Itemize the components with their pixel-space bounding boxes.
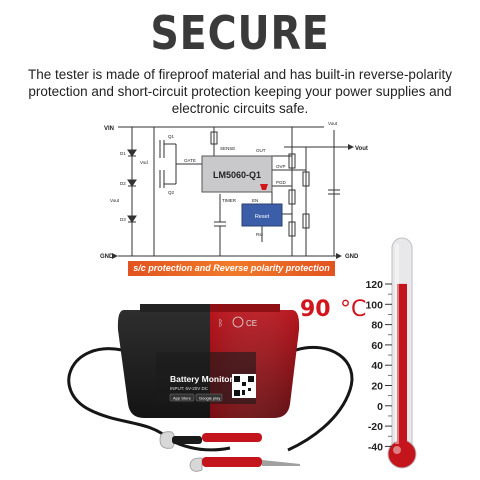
pin-rst: Rst [256, 232, 263, 237]
pin-d1: D1 [120, 151, 126, 156]
pin-q2: Q2 [168, 190, 175, 195]
circuit-schematic: LM5060-Q1 Reset VIN Vout Vout Vout GND G… [100, 121, 368, 260]
pin-gnd-left: GND [100, 254, 114, 260]
tick-label: -20 [368, 421, 383, 433]
reset-label: Reset [255, 214, 270, 220]
bluetooth-icon: ᛒ [218, 318, 223, 329]
tick-label: 60 [371, 340, 383, 352]
tick-label: 0 [377, 401, 383, 413]
pin-sense: SENSE [220, 146, 235, 151]
pin-out: OUT [256, 148, 266, 153]
description-text: The tester is made of fireproof material… [28, 67, 452, 116]
app-store-badge: App Store [173, 396, 192, 401]
protection-banner: s/c protection and Reverse polarity prot… [128, 261, 335, 276]
pin-d2: D2 [120, 181, 126, 186]
red-clamp-top [202, 433, 262, 442]
device-label: Battery Monitor [170, 374, 234, 384]
pin-timer: TIMER [222, 198, 237, 203]
banner-text: s/c protection and Reverse polarity prot… [133, 263, 330, 273]
thermometer-liquid [397, 283, 407, 454]
pin-vout-top: Vout [328, 121, 338, 126]
warning-icon [232, 316, 244, 328]
page-title: SECURE [150, 6, 330, 60]
battery-monitor-device: Battery Monitor INPUT: 6V-20V DC App Sto… [67, 304, 354, 472]
pin-q1: Q1 [168, 134, 175, 139]
pin-gate: GATE [184, 158, 196, 163]
red-clamp-bottom [189, 457, 300, 472]
thermometer: 120 100 80 60 40 20 0 -20 -40 [365, 237, 417, 469]
temperature-value: 90 [300, 297, 331, 322]
tick-label: 20 [371, 381, 383, 393]
pin-vsd: Vsd [140, 160, 148, 165]
chip-label: LM5060-Q1 [213, 170, 261, 180]
pin-d3: D3 [120, 217, 126, 222]
pin-vout-right: Vout [355, 146, 368, 152]
tick-label: 120 [365, 279, 383, 291]
temperature-badge: 90 °C [300, 297, 372, 323]
pin-ovp: OVP [276, 164, 286, 169]
ce-mark: CE [246, 319, 257, 328]
pin-en: EN [252, 198, 258, 203]
google-play-badge: Google play [199, 396, 220, 401]
black-clamp [159, 431, 202, 449]
qr-code [234, 376, 254, 396]
tick-label: 40 [371, 360, 383, 372]
tick-label: -40 [368, 441, 383, 453]
pin-vout-left: Vout [110, 198, 120, 203]
tick-label: 100 [365, 299, 383, 311]
device-input-line: INPUT: 6V-20V DC [170, 386, 209, 391]
temperature-unit: °C [340, 297, 367, 322]
pin-gnd-right: GND [345, 254, 359, 260]
pin-vin: VIN [104, 126, 114, 132]
pin-pgd: PGD [276, 180, 287, 185]
tick-label: 80 [371, 320, 383, 332]
